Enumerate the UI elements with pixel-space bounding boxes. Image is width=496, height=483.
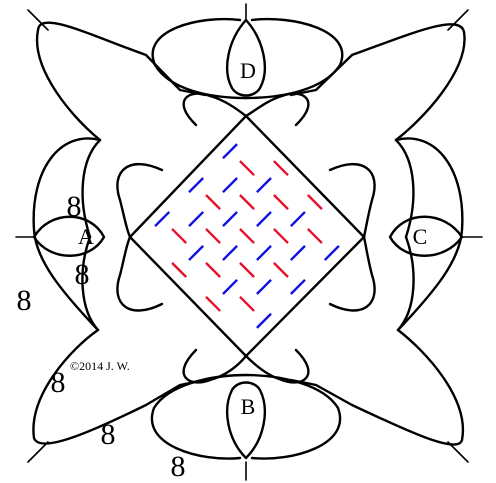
stitch-count-5: 8 (101, 418, 116, 451)
red-stripe (239, 262, 255, 278)
petal-top-right (350, 23, 466, 142)
guide-lines (15, 3, 483, 481)
red-stripe (171, 228, 188, 244)
red-stripe (171, 262, 188, 278)
blue-stripe (256, 312, 272, 329)
stitch-count-4: 8 (51, 366, 66, 399)
stitch-count-1: 8 (67, 190, 82, 223)
petal-bottom-left (32, 328, 148, 445)
petal-bottom-right (350, 328, 465, 446)
blue-stripe (256, 177, 272, 194)
inner-petals (116, 92, 376, 384)
red-stripe (205, 262, 221, 278)
blue-stripe (188, 245, 205, 261)
ring-label-a: A (78, 224, 94, 249)
ring-label-b: B (241, 394, 256, 419)
ring-label-c: C (413, 224, 428, 249)
blue-stripe (222, 245, 238, 261)
blue-stripe (222, 211, 238, 227)
ring-b-outline (225, 381, 267, 460)
blue-stripe (289, 278, 306, 295)
red-stripe (273, 228, 289, 244)
blue-stripe (256, 245, 272, 261)
outer-petals (32, 21, 466, 446)
blue-stripe (222, 278, 238, 295)
red-stripe (205, 228, 221, 244)
red-stripe (306, 228, 323, 244)
square-outline (128, 114, 366, 358)
blue-stripe (222, 177, 238, 194)
blue-stripe (188, 177, 205, 194)
ring-label-d: D (240, 58, 256, 83)
red-stripe (205, 295, 221, 312)
stitch-count-2: 8 (75, 258, 90, 291)
red-stripe (239, 194, 255, 210)
red-stripe (273, 194, 289, 210)
red-stripe (273, 160, 289, 177)
ring-c-outline (388, 215, 464, 257)
ring-a-outline (32, 215, 106, 257)
blue-stripe (188, 211, 205, 227)
woven-square (128, 114, 366, 358)
blue-stripe (256, 278, 272, 295)
blue-stripe (323, 245, 340, 261)
red-stripe (205, 194, 221, 210)
ring-d-outline (225, 18, 267, 97)
red-stripe (273, 262, 289, 278)
red-stripe (306, 194, 323, 210)
blue-stripe (256, 211, 272, 227)
stitch-count-3: 8 (17, 284, 32, 317)
right-petals (388, 137, 464, 332)
red-stripe (239, 228, 255, 244)
blue-stripe (289, 245, 306, 261)
blue-stripe (289, 211, 306, 227)
blue-stripe (222, 143, 238, 160)
bottom-petals (144, 373, 354, 460)
blue-stripe (154, 211, 171, 227)
petal-top-left (35, 21, 148, 142)
red-stripe (239, 295, 255, 312)
red-stripe (239, 160, 255, 177)
left-petals (32, 137, 106, 332)
copyright-note: ©2014 J. W. (70, 359, 130, 373)
stitch-count-6: 8 (171, 450, 186, 483)
